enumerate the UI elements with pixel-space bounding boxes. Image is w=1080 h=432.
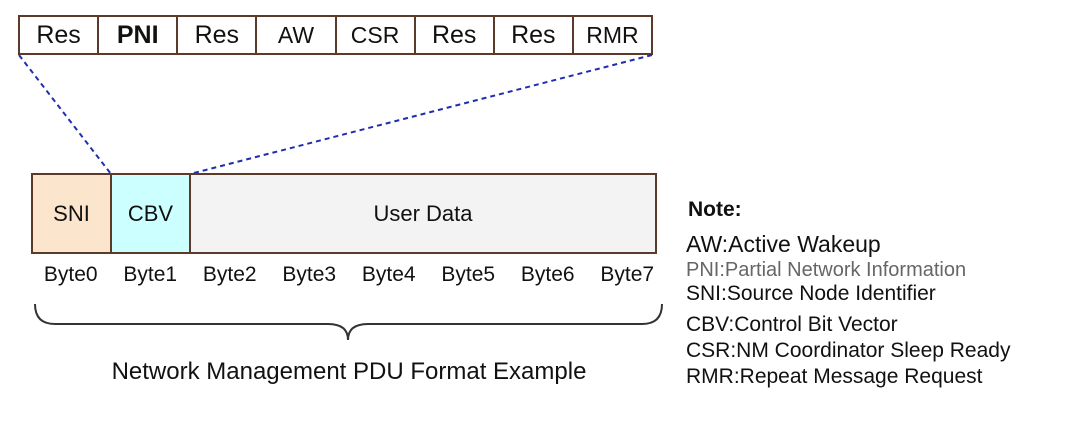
bit-field-res: Res [178, 17, 258, 53]
pdu-user-data-cell: User Data [191, 175, 655, 252]
bit-field-aw: AW [257, 17, 337, 53]
byte-label: Byte4 [361, 263, 416, 286]
bit-field-csr: CSR [337, 17, 416, 53]
byte-labels: Byte0 Byte1 Byte2 Byte3 Byte4 Byte5 Byte… [31, 260, 667, 290]
note-cbv: CBV:Control Bit Vector [686, 313, 898, 336]
byte-label: Byte2 [202, 263, 257, 286]
cbv-bit-field-row: Res PNI Res AW CSR Res Res RMR [18, 15, 653, 55]
byte-label: Byte1 [123, 263, 178, 286]
pdu-sni-cell: SNI [33, 175, 112, 252]
note-rmr: RMR:Repeat Message Request [686, 365, 983, 388]
bit-field-res: Res [20, 17, 100, 53]
byte-label: Byte7 [600, 263, 655, 286]
notes-title: Note: [688, 198, 742, 221]
bit-field-pni: PNI [99, 17, 179, 53]
note-csr: CSR:NM Coordinator Sleep Ready [686, 339, 1011, 362]
bit-field-rmr: RMR [586, 21, 639, 48]
byte-label: Byte0 [43, 263, 98, 286]
note-pni: PNI:Partial Network Information [686, 259, 967, 281]
connector-left [18, 54, 112, 175]
pdu-row: SNI CBV User Data [31, 173, 657, 254]
bit-field-res: Res [416, 17, 495, 53]
note-sni: SNI:Source Node Identifier [686, 282, 936, 305]
bit-field-res: Res [495, 17, 574, 53]
diagram-caption: Network Management PDU Format Example [111, 358, 587, 385]
byte-label: Byte6 [520, 263, 575, 286]
byte-label: Byte3 [282, 263, 337, 286]
pdu-cbv-cell: CBV [112, 175, 191, 252]
connector-right [189, 54, 653, 175]
byte-label: Byte5 [441, 263, 496, 286]
byte-range-brace [34, 303, 663, 341]
note-aw: AW:Active Wakeup [686, 231, 881, 257]
